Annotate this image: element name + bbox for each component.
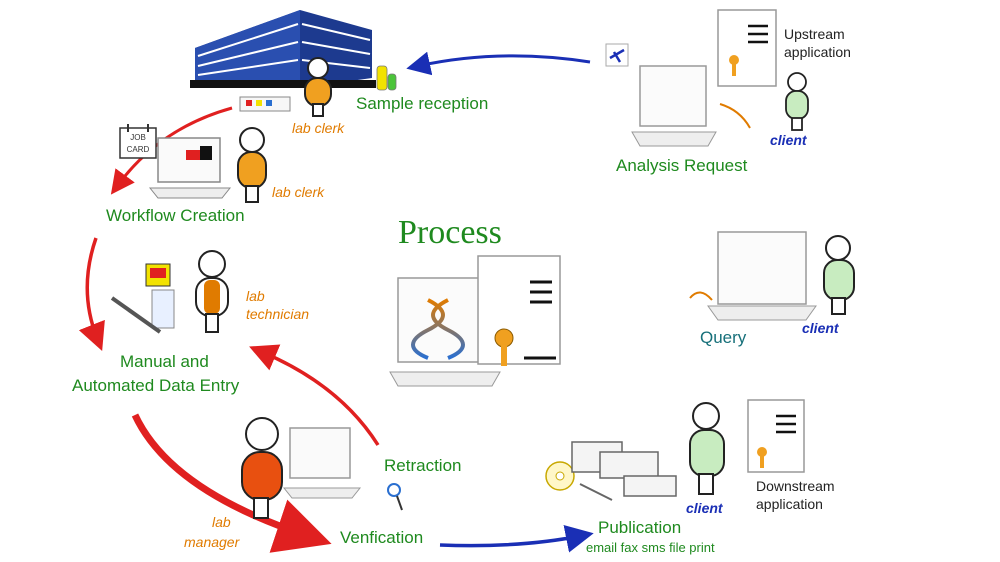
client-figure-3 bbox=[689, 402, 725, 495]
sample-tray-icon bbox=[239, 96, 291, 112]
downstream-server-icon bbox=[747, 399, 805, 473]
job-card-icon bbox=[119, 124, 157, 159]
step-data-entry-line1: Manual and bbox=[120, 352, 209, 371]
downstream-label-line2: application bbox=[756, 496, 823, 512]
role-lab-technician-line1: lab bbox=[246, 288, 265, 304]
arrow-workflow-to-entry bbox=[78, 237, 105, 352]
verification-computer-icon bbox=[282, 427, 362, 499]
step-retraction: Retraction bbox=[384, 456, 462, 475]
process-computer-icon bbox=[389, 277, 501, 387]
process-server-icon bbox=[477, 255, 561, 365]
step-sample-reception: Sample reception bbox=[356, 94, 489, 113]
role-lab-clerk-2: lab clerk bbox=[272, 184, 325, 200]
lab-building-icon bbox=[190, 10, 376, 88]
query-computer-icon bbox=[689, 231, 817, 321]
step-publication: Publication bbox=[598, 518, 682, 537]
publication-devices-icon bbox=[545, 441, 677, 501]
job-card-line1: JOB bbox=[130, 133, 146, 142]
lab-manager-figure bbox=[241, 417, 283, 519]
key-icon bbox=[494, 328, 514, 366]
step-workflow-creation: Workflow Creation bbox=[106, 206, 245, 225]
step-verification: Venfication bbox=[340, 528, 424, 547]
arrow-verification-to-publication bbox=[439, 525, 594, 553]
upstream-server-icon bbox=[717, 9, 777, 87]
client-figure-2 bbox=[823, 235, 855, 315]
role-lab-manager-line1: lab bbox=[212, 514, 231, 530]
step-analysis-request: Analysis Request bbox=[616, 156, 748, 175]
job-card-line2: CARD bbox=[127, 145, 150, 154]
step-query: Query bbox=[700, 328, 747, 347]
workflow-computer-icon bbox=[148, 137, 232, 199]
role-client-2: client bbox=[802, 320, 839, 336]
magnifier-icon bbox=[387, 483, 403, 511]
role-lab-manager-line2: manager bbox=[184, 534, 240, 550]
arrow-retraction-to-entry bbox=[249, 344, 380, 446]
lab-clerk-figure-1 bbox=[304, 57, 332, 117]
airplane-icon bbox=[605, 43, 629, 67]
role-client-1: client bbox=[770, 132, 807, 148]
arrow-entry-to-verification bbox=[131, 413, 332, 553]
role-lab-clerk-1: lab clerk bbox=[292, 120, 345, 136]
role-client-3: client bbox=[686, 500, 723, 516]
downstream-label-line1: Downstream bbox=[756, 478, 835, 494]
step-data-entry-line2: Automated Data Entry bbox=[72, 376, 240, 395]
step-publication-channels: email fax sms file print bbox=[586, 540, 715, 555]
sample-tubes-icon bbox=[376, 65, 397, 91]
upstream-label-line1: Upstream bbox=[784, 26, 845, 42]
instrument-rack-icon bbox=[110, 263, 175, 334]
analysis-computer-icon bbox=[631, 65, 751, 147]
lab-clerk-figure-2 bbox=[237, 127, 267, 203]
arrow-analysis-to-reception bbox=[406, 51, 591, 76]
role-lab-technician-line2: technician bbox=[246, 306, 310, 322]
lab-technician-figure bbox=[195, 250, 229, 333]
upstream-label-line2: application bbox=[784, 44, 851, 60]
diagram-title: Process bbox=[398, 214, 502, 251]
client-figure-1 bbox=[785, 72, 809, 131]
